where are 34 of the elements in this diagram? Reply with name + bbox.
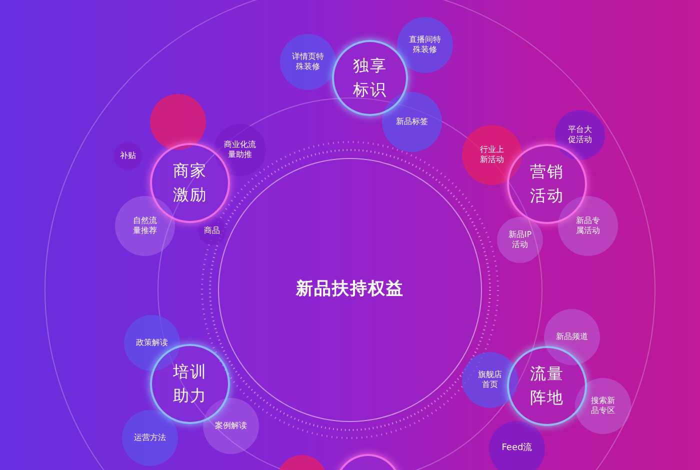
bubble-label: Feed流 bbox=[500, 443, 534, 455]
bubble-label: 商家激励 bbox=[173, 160, 207, 206]
ring-bubble bbox=[507, 346, 587, 426]
bubble-label: 新品标签 bbox=[395, 116, 429, 128]
bubble-label: 旗舰店首页 bbox=[477, 370, 503, 390]
bubble bbox=[203, 398, 259, 454]
bubble-label: 行业上新活动 bbox=[479, 144, 505, 166]
bubble bbox=[214, 124, 266, 176]
bubble-label: 详情页特殊装修 bbox=[291, 52, 325, 72]
bubble-label: 培训助力 bbox=[173, 361, 207, 407]
bubble-label: 平台大促活动 bbox=[567, 124, 593, 146]
bubble-label: 自然流量推荐 bbox=[132, 216, 158, 236]
bubble-label: 营销活动 bbox=[530, 161, 564, 207]
ring-bubble bbox=[332, 40, 408, 116]
bubble bbox=[489, 421, 545, 470]
bubble-label: 新品IP活动 bbox=[507, 230, 533, 250]
bubble-label: 商业化流量助推 bbox=[223, 140, 257, 160]
bubble bbox=[462, 352, 518, 408]
bubble bbox=[575, 378, 631, 434]
bubble-label: 运营方法 bbox=[133, 432, 167, 444]
bubble-label: 案例解读 bbox=[214, 420, 248, 432]
bubble-label: 直播间特殊装修 bbox=[408, 34, 442, 56]
center-title: 新品扶持权益 bbox=[294, 278, 405, 302]
bubble-label: 新品专属活动 bbox=[575, 216, 601, 236]
bubble bbox=[198, 217, 226, 245]
bubble-label: 独享标识 bbox=[353, 55, 387, 101]
bubble-label: 搜索新品专区 bbox=[590, 396, 616, 416]
bubble-label: 新品频道 bbox=[555, 332, 589, 342]
bubble-label: 流量阵地 bbox=[530, 363, 564, 409]
bubble-label: 商品 bbox=[203, 226, 221, 236]
bubble-label: 政策解读 bbox=[135, 338, 169, 348]
bubble-label: 补贴 bbox=[119, 150, 137, 162]
bubble bbox=[555, 110, 605, 160]
bubble bbox=[497, 217, 543, 263]
